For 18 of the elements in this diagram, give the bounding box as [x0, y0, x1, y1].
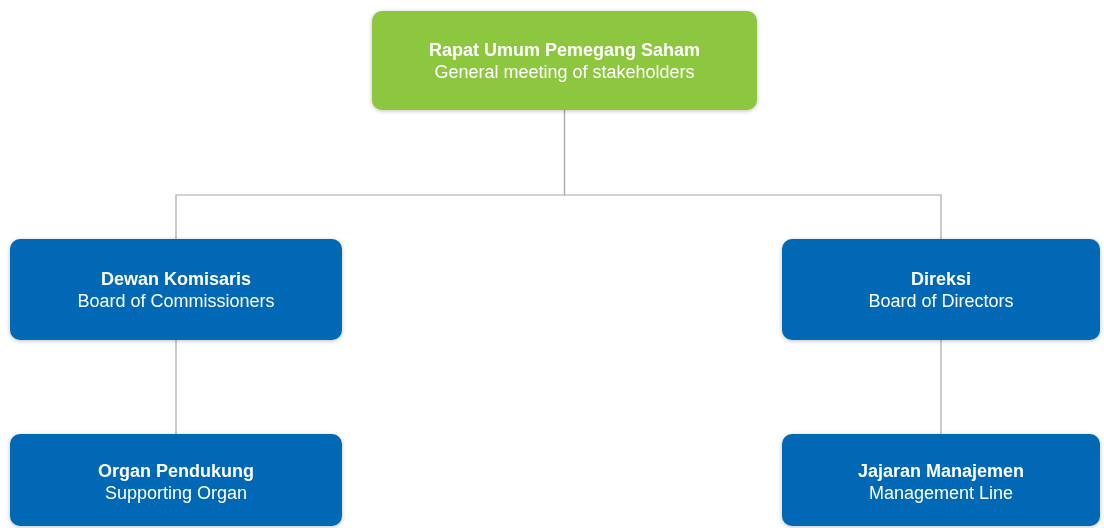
connector-line: [175, 339, 177, 435]
unit-title: Dewan Komisaris: [100, 267, 252, 290]
unit-subtitle: Management Line: [868, 482, 1014, 504]
org-box: [10, 434, 342, 526]
org-box: [10, 239, 342, 340]
unit-title: Direksi: [910, 267, 971, 290]
unit-title: Organ Pendukung: [98, 460, 254, 482]
org-box: [372, 11, 757, 110]
unit-subtitle: General meeting of stakeholders: [434, 60, 695, 83]
unit-subtitle: Supporting Organ: [104, 482, 248, 504]
unit-title: Jajaran Manajemen: [857, 460, 1025, 482]
connector-line: [563, 109, 942, 240]
unit-subtitle: Board of Commissioners: [77, 289, 275, 312]
unit-title: Rapat Umum Pemegang Saham: [428, 38, 701, 61]
org-box: [782, 434, 1100, 526]
unit-subtitle: Board of Directors: [868, 289, 1014, 312]
connector-line: [940, 339, 942, 435]
org-box: [782, 239, 1100, 340]
